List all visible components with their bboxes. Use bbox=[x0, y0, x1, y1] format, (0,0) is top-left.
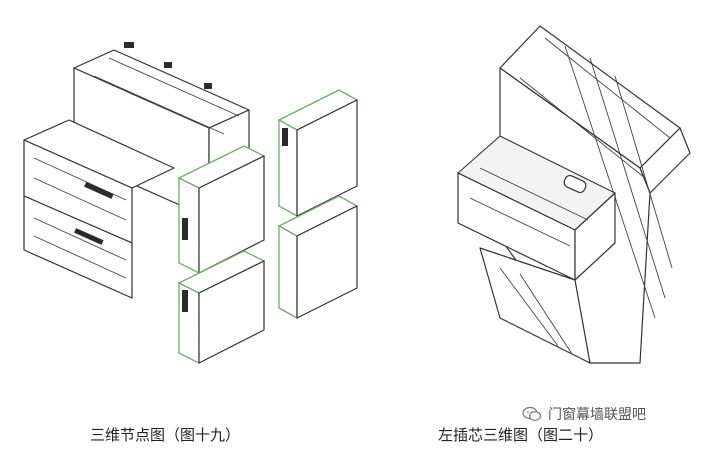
wechat-icon bbox=[522, 406, 542, 421]
transom-profile-upper bbox=[23, 119, 175, 244]
watermark-text: 门窗幕墙联盟吧 bbox=[548, 407, 646, 423]
insert-core-3d-diagram bbox=[440, 18, 702, 373]
node-3d-drawing bbox=[23, 42, 359, 365]
watermark: 门窗幕墙联盟吧 bbox=[522, 404, 646, 424]
transom-profile-lower bbox=[23, 195, 133, 299]
insert-core-body bbox=[457, 25, 691, 364]
figure-19-caption: 三维节点图（图十九） bbox=[90, 426, 241, 444]
glass-panel-top-left bbox=[177, 145, 266, 275]
insert-core-drawing bbox=[457, 25, 691, 364]
glass-panel-bottom-right bbox=[277, 195, 359, 320]
node-3d-diagram bbox=[14, 28, 374, 373]
figure-20-caption: 左插芯三维图（图二十） bbox=[438, 426, 604, 444]
glass-panel-top-right bbox=[277, 89, 359, 218]
